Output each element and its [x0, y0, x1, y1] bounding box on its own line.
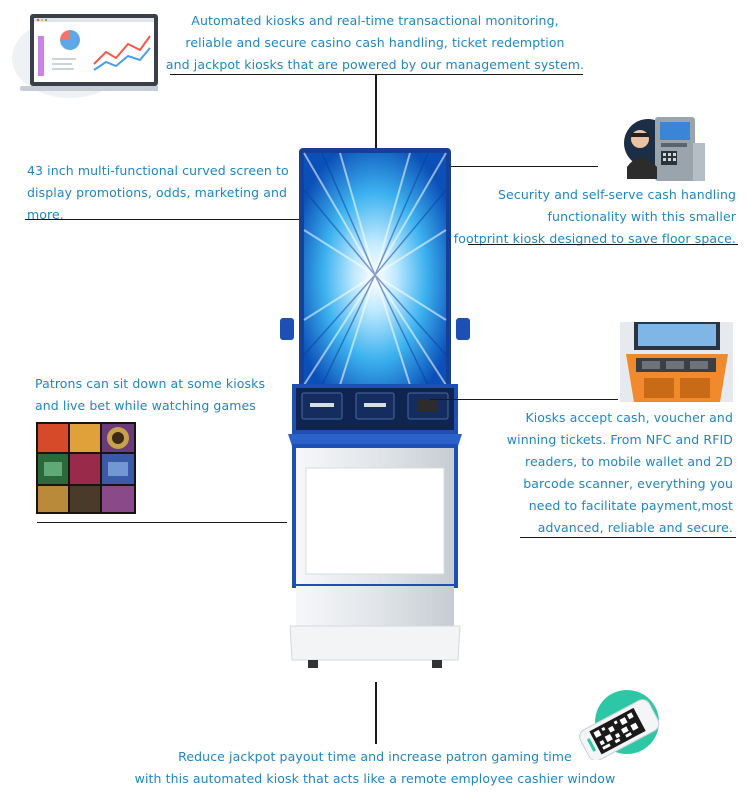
- top-connector: [375, 75, 377, 148]
- caption-line: reliable and secure casino cash handling…: [185, 35, 565, 50]
- atm-security-icon: [623, 113, 708, 185]
- caption-line: footprint kiosk designed to save floor s…: [453, 231, 736, 246]
- screen-underline: [25, 219, 303, 220]
- caption-line: with this automated kiosk that acts like…: [134, 771, 616, 786]
- caption-line: Reduce jackpot payout time and increase …: [178, 749, 572, 764]
- patrons-underline: [37, 522, 287, 523]
- barcode-scanner-icon: [565, 688, 670, 760]
- payment-connector: [430, 399, 618, 400]
- top-underline: [170, 74, 583, 75]
- caption-line: advanced, reliable and secure.: [537, 520, 733, 535]
- caption-line: 43 inch multi-functional curved screen t…: [27, 163, 289, 178]
- caption-line: display promotions, odds, marketing and: [27, 185, 288, 200]
- caption-line: functionality with this smaller: [547, 209, 736, 224]
- casino-kiosk-photo: [268, 140, 482, 680]
- screen-caption: 43 inch multi-functional curved screen t…: [27, 160, 297, 226]
- caption-line: winning tickets. From NFC and RFID: [506, 432, 733, 447]
- orange-payment-kiosk-photo: [620, 322, 733, 402]
- caption-line: Automated kiosks and real-time transacti…: [191, 13, 559, 28]
- caption-line: and live bet while watching games: [35, 398, 256, 413]
- caption-line: and jackpot kiosks that are powered by o…: [165, 57, 585, 72]
- caption-line: need to facilitate payment,most: [528, 498, 733, 513]
- patrons-caption: Patrons can sit down at some kiosks and …: [35, 373, 275, 417]
- payment-underline: [520, 537, 736, 538]
- caption-line: barcode scanner, everything you: [523, 476, 733, 491]
- caption-line: readers, to mobile wallet and 2D: [525, 454, 733, 469]
- bottom-caption: Reduce jackpot payout time and increase …: [120, 746, 630, 790]
- security-connector: [448, 166, 598, 167]
- caption-line: more.: [27, 207, 64, 222]
- caption-line: Kiosks accept cash, voucher and: [525, 410, 733, 425]
- caption-line: Security and self-serve cash handling: [498, 187, 736, 202]
- payment-caption: Kiosks accept cash, voucher and winning …: [470, 407, 733, 539]
- laptop-analytics-icon: [8, 6, 158, 101]
- bottom-connector: [375, 682, 377, 744]
- slot-games-photo: [36, 422, 136, 514]
- security-underline: [468, 244, 738, 245]
- security-caption: Security and self-serve cash handling fu…: [440, 184, 736, 250]
- top-caption: Automated kiosks and real-time transacti…: [160, 10, 590, 76]
- caption-line: Patrons can sit down at some kiosks: [35, 376, 266, 391]
